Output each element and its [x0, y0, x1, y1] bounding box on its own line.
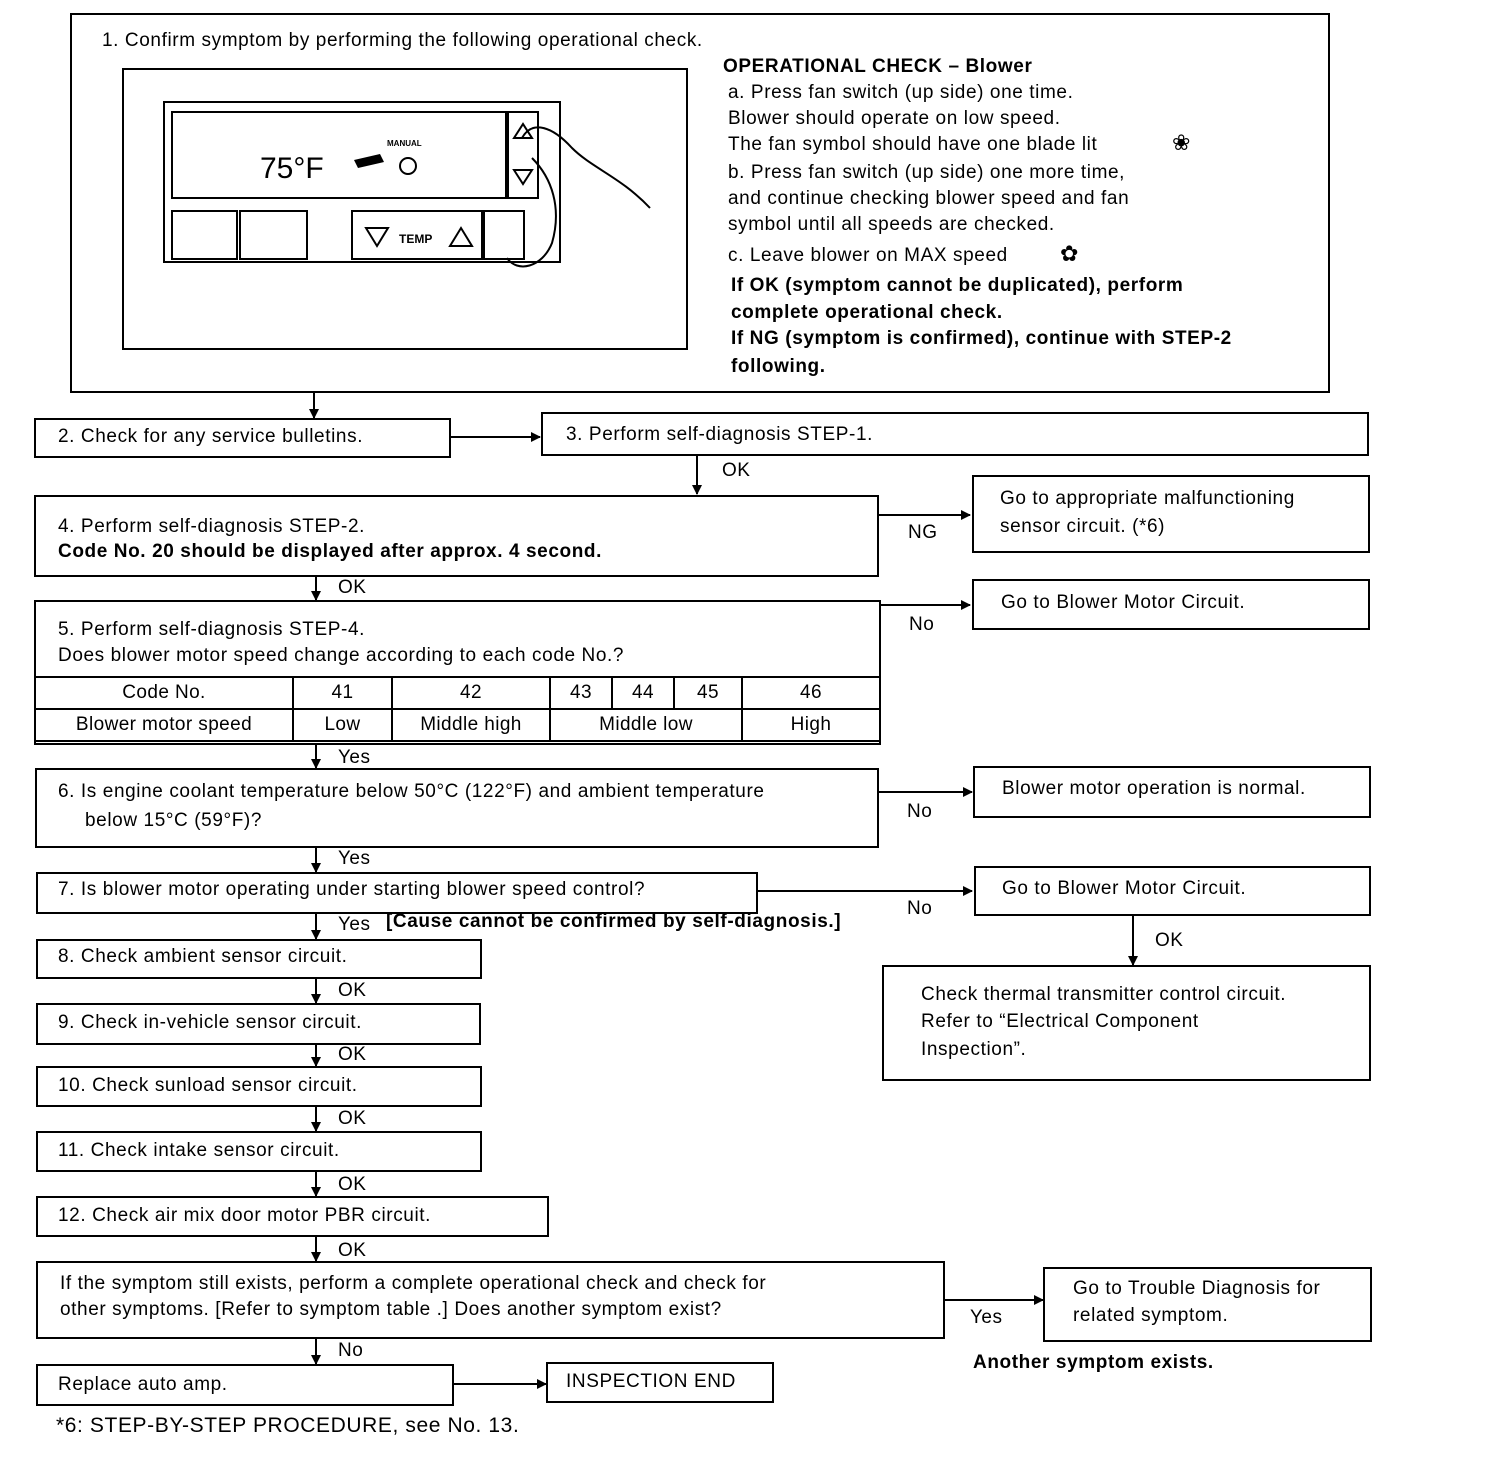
- opcheck-ok-line2: complete operational check.: [731, 302, 1003, 324]
- table-code-42: 42: [392, 677, 550, 709]
- label-ok-9: OK: [338, 1044, 366, 1066]
- trouble-line1: Go to Trouble Diagnosis for: [1073, 1278, 1320, 1300]
- table-code-46: 46: [742, 677, 880, 709]
- opcheck-ok-line1: If OK (symptom cannot be duplicated), pe…: [731, 275, 1183, 297]
- label-yes-5: Yes: [338, 747, 371, 769]
- control-panel-drawing: 75°F MANUAL TEMP: [122, 68, 688, 350]
- fan-one-blade-icon: ❀: [1172, 130, 1191, 156]
- label-ok-8: OK: [338, 980, 366, 1002]
- fan-max-icon: ✿: [1060, 241, 1079, 267]
- table-speed-high: High: [742, 709, 880, 741]
- opcheck-line-b3: symbol until all speeds are checked.: [728, 214, 1055, 236]
- fan-down-arrow-icon: [514, 170, 532, 184]
- step6-box: [35, 768, 879, 848]
- step11-text: 11. Check intake sensor circuit.: [58, 1140, 340, 1162]
- mode-button: [240, 211, 307, 259]
- display-screen: [172, 112, 506, 198]
- ng-result-line2: sensor circuit. (*6): [1000, 516, 1165, 538]
- trouble-line2: related symptom.: [1073, 1305, 1228, 1327]
- table-speed-middle-high: Middle high: [392, 709, 550, 741]
- label-yes-final: Yes: [970, 1307, 1003, 1329]
- step9-text: 9. Check in-vehicle sensor circuit.: [58, 1012, 362, 1034]
- inspection-end-text: INSPECTION END: [566, 1371, 736, 1393]
- display-fan-icon: [400, 158, 416, 174]
- display-airflow-icon: [354, 154, 384, 168]
- step1-title: 1. Confirm symptom by performing the fol…: [102, 30, 703, 52]
- table-row-codes: Code No. 41 42 43 44 45 46: [35, 677, 880, 709]
- label-ok-12: OK: [338, 1240, 366, 1262]
- table-row-speeds: Blower motor speed Low Middle high Middl…: [35, 709, 880, 741]
- table-code-44: 44: [612, 677, 674, 709]
- label-yes-6: Yes: [338, 848, 371, 870]
- table-speed-low: Low: [293, 709, 392, 741]
- opcheck-line-c: c. Leave blower on MAX speed: [728, 245, 1008, 267]
- final-question-line2: other symptoms. [Refer to symptom table …: [60, 1299, 722, 1321]
- cause-note: [Cause cannot be confirmed by self-diagn…: [386, 911, 841, 933]
- panel-temp-label: TEMP: [399, 232, 432, 246]
- step5-line1: 5. Perform self-diagnosis STEP-4.: [58, 619, 365, 641]
- label-yes-7: Yes: [338, 914, 371, 936]
- step7-text: 7. Is blower motor operating under start…: [58, 879, 645, 901]
- normal-text: Blower motor operation is normal.: [1002, 778, 1306, 800]
- table-speed-middle-low: Middle low: [550, 709, 742, 741]
- step5-line2: Does blower motor speed change according…: [58, 645, 624, 667]
- label-no-final: No: [338, 1340, 363, 1362]
- step12-text: 12. Check air mix door motor PBR circuit…: [58, 1205, 431, 1227]
- thermal-line3: Inspection”.: [921, 1039, 1026, 1061]
- opcheck-ng-line1: If NG (symptom is confirmed), continue w…: [731, 328, 1232, 350]
- opcheck-line-b: b. Press fan switch (up side) one more t…: [728, 162, 1125, 184]
- temp-down-icon: [366, 228, 388, 246]
- defrost-button: [172, 211, 237, 259]
- opcheck-line-b2: and continue checking blower speed and f…: [728, 188, 1129, 210]
- final-question-line1: If the symptom still exists, perform a c…: [60, 1273, 766, 1295]
- label-ok-circuit: OK: [1155, 930, 1183, 952]
- table-header-speed: Blower motor speed: [35, 709, 293, 741]
- code-speed-table: Code No. 41 42 43 44 45 46 Blower motor …: [34, 676, 881, 742]
- step4-line2: Code No. 20 should be displayed after ap…: [58, 541, 602, 563]
- panel-frame: [164, 102, 560, 262]
- step4-line1: 4. Perform self-diagnosis STEP-2.: [58, 516, 365, 538]
- label-no-6: No: [907, 801, 932, 823]
- label-ok-4: OK: [338, 577, 366, 599]
- opcheck-ng-line2: following.: [731, 356, 826, 378]
- temp-up-icon: [450, 228, 472, 246]
- label-ok-11: OK: [338, 1174, 366, 1196]
- table-code-41: 41: [293, 677, 392, 709]
- step8-text: 8. Check ambient sensor circuit.: [58, 946, 348, 968]
- label-ok-10: OK: [338, 1108, 366, 1130]
- table-header-code: Code No.: [35, 677, 293, 709]
- step6-line2: below 15°C (59°F)?: [85, 810, 262, 832]
- side-button: [484, 211, 524, 259]
- replace-text: Replace auto amp.: [58, 1374, 228, 1396]
- step2-text: 2. Check for any service bulletins.: [58, 426, 363, 448]
- table-code-45: 45: [674, 677, 742, 709]
- footnote: *6: STEP-BY-STEP PROCEDURE, see No. 13.: [56, 1414, 519, 1438]
- opcheck-line-a2: Blower should operate on low speed.: [728, 108, 1061, 130]
- step3-text: 3. Perform self-diagnosis STEP-1.: [566, 424, 873, 446]
- blower-circuit-text-1: Go to Blower Motor Circuit.: [1001, 592, 1245, 614]
- step6-line1: 6. Is engine coolant temperature below 5…: [58, 781, 765, 803]
- thermal-line1: Check thermal transmitter control circui…: [921, 984, 1286, 1006]
- finger-drawing: [507, 127, 650, 266]
- label-no-5: No: [909, 614, 934, 636]
- opcheck-line-a3: The fan symbol should have one blade lit: [728, 134, 1097, 156]
- label-ok-3: OK: [722, 460, 750, 482]
- another-symptom-note: Another symptom exists.: [973, 1352, 1214, 1374]
- label-no-7: No: [907, 898, 932, 920]
- ng-result-box: [972, 475, 1370, 553]
- step10-text: 10. Check sunload sensor circuit.: [58, 1075, 358, 1097]
- table-code-43: 43: [550, 677, 612, 709]
- opcheck-line-a: a. Press fan switch (up side) one time.: [728, 82, 1073, 104]
- opcheck-title: OPERATIONAL CHECK – Blower: [723, 56, 1032, 78]
- display-temp: 75°F: [260, 152, 324, 185]
- blower-circuit-text-2: Go to Blower Motor Circuit.: [1002, 878, 1246, 900]
- display-manual: MANUAL: [387, 139, 422, 148]
- thermal-line2: Refer to “Electrical Component: [921, 1011, 1199, 1033]
- label-ng-4: NG: [908, 522, 938, 544]
- ng-result-line1: Go to appropriate malfunctioning: [1000, 488, 1295, 510]
